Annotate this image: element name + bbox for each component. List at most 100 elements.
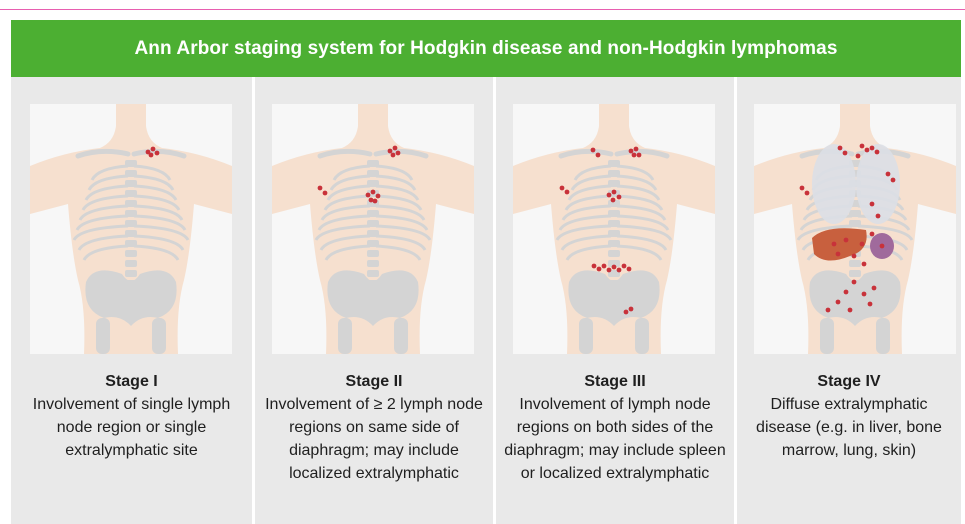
body-diagram-stage-2 — [272, 104, 474, 354]
vertebra — [125, 190, 137, 197]
vertebra — [608, 170, 620, 177]
lymph-node — [388, 149, 393, 154]
lymph-node — [612, 265, 617, 270]
lymph-node — [862, 262, 867, 267]
left-femur — [96, 318, 110, 354]
vertebra — [125, 260, 137, 267]
stage-title: Stage III — [496, 370, 734, 393]
lymph-node — [624, 310, 629, 315]
lymph-node — [844, 238, 849, 243]
lymph-node — [596, 153, 601, 158]
stage-description: Involvement of single lymph node region … — [11, 393, 252, 462]
vertebra — [849, 260, 861, 267]
lymph-node — [629, 149, 634, 154]
vertebra — [608, 180, 620, 187]
lymph-node — [617, 268, 622, 273]
lymph-node — [848, 308, 853, 313]
vertebra — [367, 210, 379, 217]
lymph-node — [602, 264, 607, 269]
vertebra — [367, 230, 379, 237]
vertebra — [367, 170, 379, 177]
vertebra — [608, 240, 620, 247]
body-svg — [754, 104, 956, 354]
lymph-node — [627, 267, 632, 272]
lymph-node — [612, 190, 617, 195]
lymph-node — [870, 232, 875, 237]
vertebra — [125, 230, 137, 237]
lymph-node — [870, 146, 875, 151]
vertebra — [367, 240, 379, 247]
lymph-node — [611, 198, 616, 203]
vertebra — [125, 270, 137, 277]
vertebra — [125, 210, 137, 217]
lymph-node — [876, 214, 881, 219]
lymph-node — [634, 147, 639, 152]
lymph-node — [622, 264, 627, 269]
lymph-node — [396, 151, 401, 156]
vertebra — [367, 180, 379, 187]
stage-panel-1: Stage I Involvement of single lymph node… — [11, 77, 252, 524]
lymph-node — [607, 268, 612, 273]
lymph-node — [838, 146, 843, 151]
vertebra — [608, 230, 620, 237]
vertebra — [367, 160, 379, 167]
vertebra — [125, 250, 137, 257]
vertebra — [125, 160, 137, 167]
lymph-node — [592, 264, 597, 269]
stage-panel-2: Stage II Involvement of ≥ 2 lymph node r… — [255, 77, 493, 524]
lymph-node — [376, 194, 381, 199]
lymph-node — [366, 193, 371, 198]
lymph-node — [597, 267, 602, 272]
vertebra — [367, 220, 379, 227]
lymph-node — [155, 151, 160, 156]
stage-title: Stage IV — [737, 370, 961, 393]
left-femur — [820, 318, 834, 354]
stage-description: Diffuse extralymphatic disease (e.g. in … — [737, 393, 961, 462]
vertebra — [125, 180, 137, 187]
vertebra — [125, 170, 137, 177]
lymph-node — [151, 147, 156, 152]
right-femur — [394, 318, 408, 354]
lymph-node — [862, 292, 867, 297]
lymph-node — [591, 148, 596, 153]
lymph-node — [860, 242, 865, 247]
lymph-node — [369, 198, 374, 203]
lymph-node — [865, 148, 870, 153]
lymph-node — [607, 193, 612, 198]
lymph-node — [637, 153, 642, 158]
stage-panel-4: Stage IV Diffuse extralymphatic disease … — [737, 77, 961, 524]
vertebra — [125, 200, 137, 207]
vertebra — [608, 160, 620, 167]
lymph-node — [868, 302, 873, 307]
stage-title: Stage II — [255, 370, 493, 393]
vertebra — [849, 220, 861, 227]
left-lung — [812, 144, 856, 224]
left-femur — [338, 318, 352, 354]
body-diagram-stage-1 — [30, 104, 232, 354]
right-lung — [856, 144, 900, 224]
lymph-node — [860, 144, 865, 149]
vertebra — [367, 260, 379, 267]
lymph-node — [393, 146, 398, 151]
body-diagram-stage-4 — [754, 104, 956, 354]
lymph-node — [323, 191, 328, 196]
lymph-node — [565, 190, 570, 195]
body-svg — [513, 104, 715, 354]
body-svg — [30, 104, 232, 354]
right-femur — [152, 318, 166, 354]
vertebra — [367, 250, 379, 257]
lymph-node — [826, 308, 831, 313]
stage-description: Involvement of lymph node regions on bot… — [496, 393, 734, 485]
lymph-node — [891, 178, 896, 183]
lymph-node — [880, 244, 885, 249]
lymph-node — [844, 290, 849, 295]
lymph-node — [632, 153, 637, 158]
lymph-node — [843, 151, 848, 156]
vertebra — [849, 210, 861, 217]
vertebra — [125, 240, 137, 247]
vertebra — [608, 250, 620, 257]
vertebra — [125, 220, 137, 227]
figure-title: Ann Arbor staging system for Hodgkin dis… — [11, 20, 961, 77]
lymph-node — [870, 202, 875, 207]
stage-panel-3: Stage III Involvement of lymph node regi… — [496, 77, 734, 524]
